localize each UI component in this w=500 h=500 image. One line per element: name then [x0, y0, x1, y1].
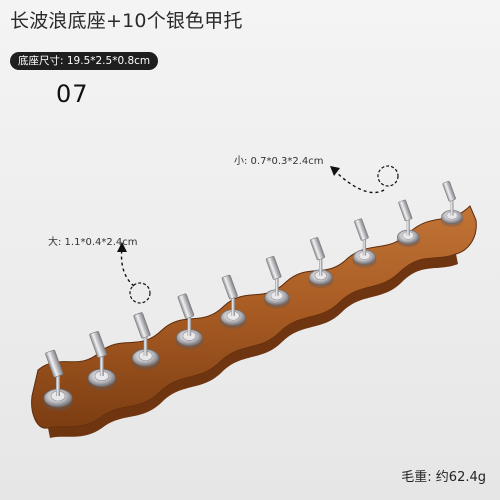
nail-holder [396, 199, 420, 248]
nail-holder [440, 180, 464, 227]
small-holder-dimension: 小: 0.7*0.3*2.4cm [234, 156, 324, 167]
nail-holder [352, 218, 377, 268]
gross-weight: 毛重: 约62.4g [401, 470, 486, 485]
arrow-head-icon [330, 166, 340, 176]
base-size-badge: 底座尺寸: 19.5*2.5*0.8cm [10, 52, 159, 70]
nail-holder [263, 255, 290, 309]
nail-holder [131, 312, 160, 371]
nail-holder [219, 274, 247, 330]
nail-holder [87, 331, 117, 391]
arrow-head-icon [117, 242, 127, 252]
large-holder-dimension: 大: 1.1*0.4*2.4cm [48, 237, 138, 248]
small-holder-highlight [377, 165, 399, 187]
dimension-callout-large [117, 242, 151, 304]
nail-holders [43, 180, 464, 411]
large-holder-highlight [129, 282, 151, 304]
dimension-callout-small [330, 165, 399, 194]
nail-holder [175, 293, 204, 350]
nail-holder [308, 237, 334, 289]
nail-holder [43, 349, 73, 411]
product-title: 长波浪底座+10个银色甲托 [10, 10, 243, 32]
model-number: 07 [56, 80, 89, 108]
